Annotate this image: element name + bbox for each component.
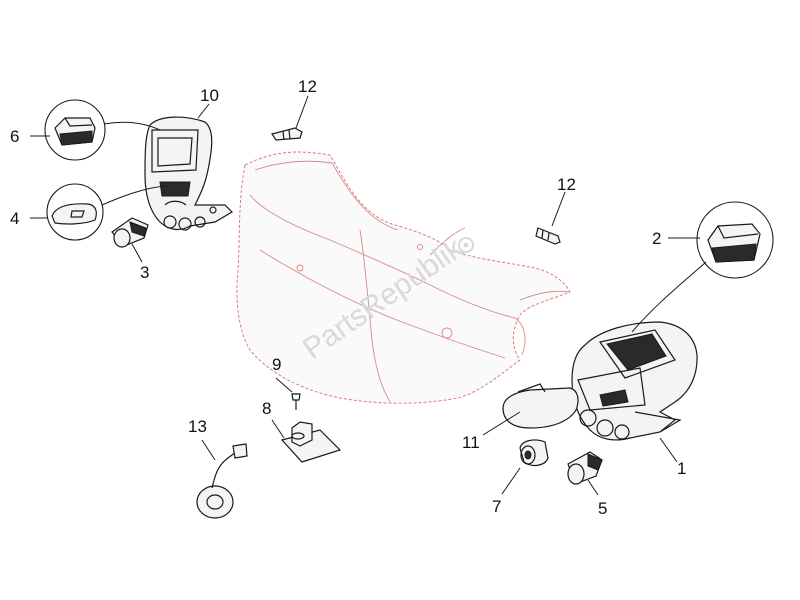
part-3-button-cylinder bbox=[111, 217, 149, 248]
left-switch-housing bbox=[144, 116, 233, 231]
right-switch-housing bbox=[571, 321, 698, 441]
callout-8: 8 bbox=[262, 399, 271, 418]
part-12-screw-right bbox=[535, 227, 561, 245]
callout-12-right: 12 bbox=[557, 175, 576, 194]
callout-4: 4 bbox=[10, 209, 19, 228]
callout-3: 3 bbox=[140, 263, 149, 282]
callout-12-top: 12 bbox=[298, 77, 317, 96]
part-8-bracket bbox=[280, 421, 342, 463]
handlebar-cover-shell bbox=[236, 151, 571, 404]
watermark-gear-icon bbox=[458, 237, 474, 253]
part-12-screw-top bbox=[271, 127, 303, 141]
detail-circle-switch-4 bbox=[46, 183, 166, 241]
callout-11: 11 bbox=[462, 433, 480, 452]
part-9-screw bbox=[291, 393, 301, 410]
part-7-grommet bbox=[519, 439, 549, 467]
callout-6: 6 bbox=[10, 127, 19, 146]
callout-2: 2 bbox=[652, 229, 661, 248]
part-11-lens bbox=[502, 383, 579, 429]
detail-circle-switch-6 bbox=[44, 99, 161, 161]
leader-lines bbox=[30, 95, 700, 496]
detail-circle-switch-2 bbox=[631, 201, 774, 333]
callout-1: 1 bbox=[677, 459, 686, 478]
callout-5: 5 bbox=[598, 499, 607, 518]
part-5-button-cylinder bbox=[567, 451, 603, 485]
callout-13: 13 bbox=[188, 417, 207, 436]
callout-9: 9 bbox=[272, 355, 281, 374]
callout-10: 10 bbox=[200, 86, 219, 105]
callout-numbers: 10 6 4 3 12 12 2 1 11 7 5 9 8 13 bbox=[10, 77, 686, 518]
callout-7: 7 bbox=[492, 497, 501, 516]
part-13-sensor bbox=[196, 443, 248, 519]
